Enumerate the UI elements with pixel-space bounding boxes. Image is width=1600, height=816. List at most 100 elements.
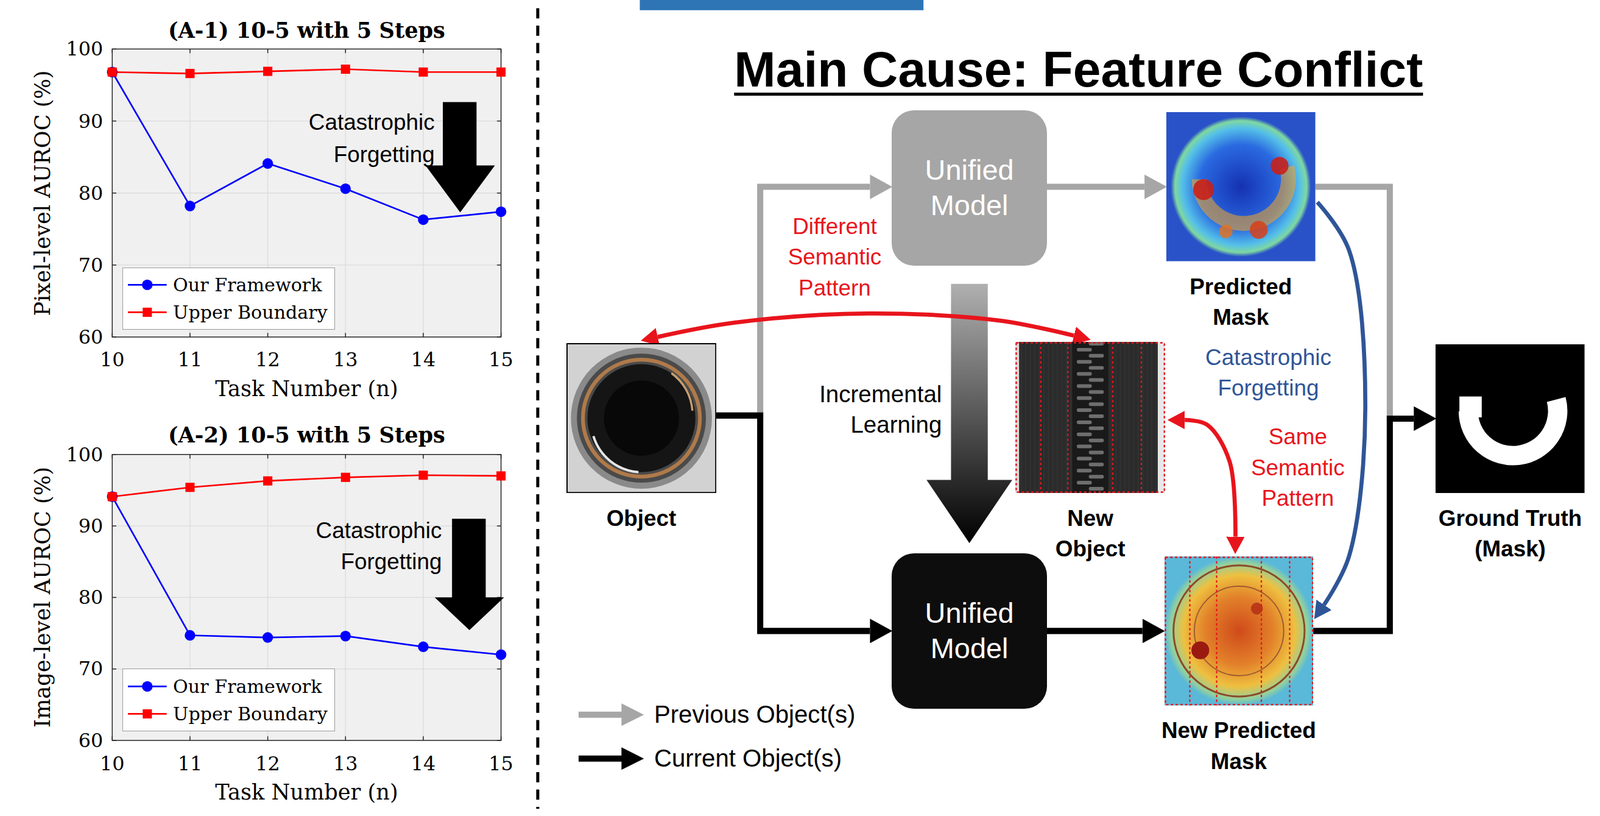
tick-label: 100 — [65, 37, 103, 61]
data-point — [495, 206, 507, 217]
zipper-tooth — [1088, 474, 1105, 479]
connector — [657, 313, 1074, 337]
fabric-line — [1137, 341, 1139, 493]
zipper-tooth — [1088, 462, 1105, 467]
legend-marker — [142, 279, 153, 290]
tick-label: 90 — [78, 109, 104, 133]
zipper-tooth — [1076, 420, 1093, 424]
patch-line — [1040, 341, 1042, 493]
tick-label: 15 — [488, 751, 514, 775]
data-point — [107, 490, 118, 502]
tick-mark — [422, 332, 424, 337]
legend-item: Our Framework — [127, 671, 328, 700]
legend-marker — [143, 307, 153, 317]
down-arrow — [425, 102, 496, 213]
object-outline — [1173, 565, 1304, 697]
line-chart — [107, 454, 507, 741]
fabric-line — [1115, 341, 1117, 493]
line-chart — [107, 48, 507, 337]
heat-spot — [1219, 224, 1233, 239]
zipper-tooth — [1088, 353, 1105, 358]
fabric-line — [1043, 341, 1045, 493]
patch-line — [1288, 556, 1290, 706]
tick-mark — [267, 48, 269, 53]
fabric-line — [1151, 341, 1153, 493]
patch-line — [1067, 341, 1069, 493]
data-point — [185, 68, 195, 78]
connector — [716, 415, 870, 631]
legend-arrow-shaft — [578, 711, 624, 718]
data-point — [417, 214, 429, 225]
axis-title: Task Number (n) — [214, 375, 398, 402]
data-line — [112, 475, 501, 497]
tick-mark — [345, 332, 347, 337]
fabric-line — [1124, 341, 1126, 493]
legend-text: Upper Boundary — [172, 301, 328, 323]
zipper-tooth — [1076, 372, 1093, 376]
node-image — [1435, 344, 1585, 494]
zipper-tooth — [1088, 366, 1105, 370]
object-outline — [1194, 585, 1284, 676]
fabric-line — [1110, 341, 1113, 493]
tick-mark — [422, 454, 424, 459]
legend-item: Our Framework — [127, 271, 328, 299]
zipper-tooth — [1088, 341, 1105, 346]
object-inner — [587, 363, 695, 472]
edge-label: Incremental Learning — [817, 378, 945, 441]
data-point — [418, 470, 428, 480]
plot-area — [112, 454, 501, 741]
legend-text: Our Framework — [172, 274, 322, 296]
tick-mark — [112, 192, 117, 194]
grid-line — [112, 120, 501, 122]
tick-mark — [345, 454, 347, 459]
tick-mark — [496, 264, 502, 266]
image-ground — [1164, 556, 1314, 706]
grid-line — [112, 525, 501, 526]
legend-sample — [127, 276, 167, 293]
node-image — [566, 342, 717, 493]
zipper-tooth — [1088, 414, 1105, 418]
fabric-line — [1047, 341, 1049, 493]
header-bar — [639, 0, 924, 11]
axis-title: Image-level AUROC (%) — [29, 466, 56, 728]
tick-label: 60 — [78, 325, 104, 349]
data-point — [340, 183, 351, 194]
tick-label: 80 — [78, 181, 104, 205]
node-label: New Object — [1055, 503, 1126, 564]
grid-line — [112, 264, 501, 265]
zipper-tooth — [1088, 426, 1105, 430]
zipper-tooth — [1076, 408, 1093, 412]
fabric-line — [1065, 341, 1068, 493]
zipper-tooth — [1076, 347, 1093, 352]
patch-line — [1215, 556, 1217, 706]
mask-image: Ground Truth (Mask) — [1435, 344, 1585, 494]
legend-text: Current Object(s) — [654, 744, 842, 773]
tick-label: 13 — [333, 347, 359, 371]
mask-image: Predicted Mask — [1166, 112, 1316, 262]
data-line — [112, 69, 501, 74]
tick-label: 14 — [411, 751, 437, 775]
legend-box: Our FrameworkUpper Boundary — [122, 668, 335, 731]
legend-item: Upper Boundary — [127, 298, 328, 326]
data-line — [112, 71, 501, 220]
tick-mark — [496, 668, 502, 670]
tick-mark — [189, 48, 191, 53]
legend-sample — [127, 677, 167, 695]
fabric-line — [1025, 341, 1027, 493]
legend-sample — [127, 705, 167, 722]
grid-line — [345, 454, 346, 741]
fabric-line — [1128, 341, 1130, 493]
fabric-line — [1052, 341, 1054, 493]
fabric-line — [1029, 341, 1032, 493]
tick-label: 60 — [78, 728, 104, 752]
fabric-line — [1034, 341, 1036, 493]
fabric-line — [1141, 341, 1144, 493]
tick-label: 100 — [65, 442, 103, 466]
edge-label: Catastrophic Forgetting — [1203, 341, 1334, 404]
legend-sample — [578, 701, 644, 728]
data-point — [263, 66, 273, 77]
data-point — [496, 67, 506, 77]
zipper-tooth — [1076, 468, 1093, 473]
data-point — [417, 641, 429, 652]
connector — [1184, 419, 1236, 536]
